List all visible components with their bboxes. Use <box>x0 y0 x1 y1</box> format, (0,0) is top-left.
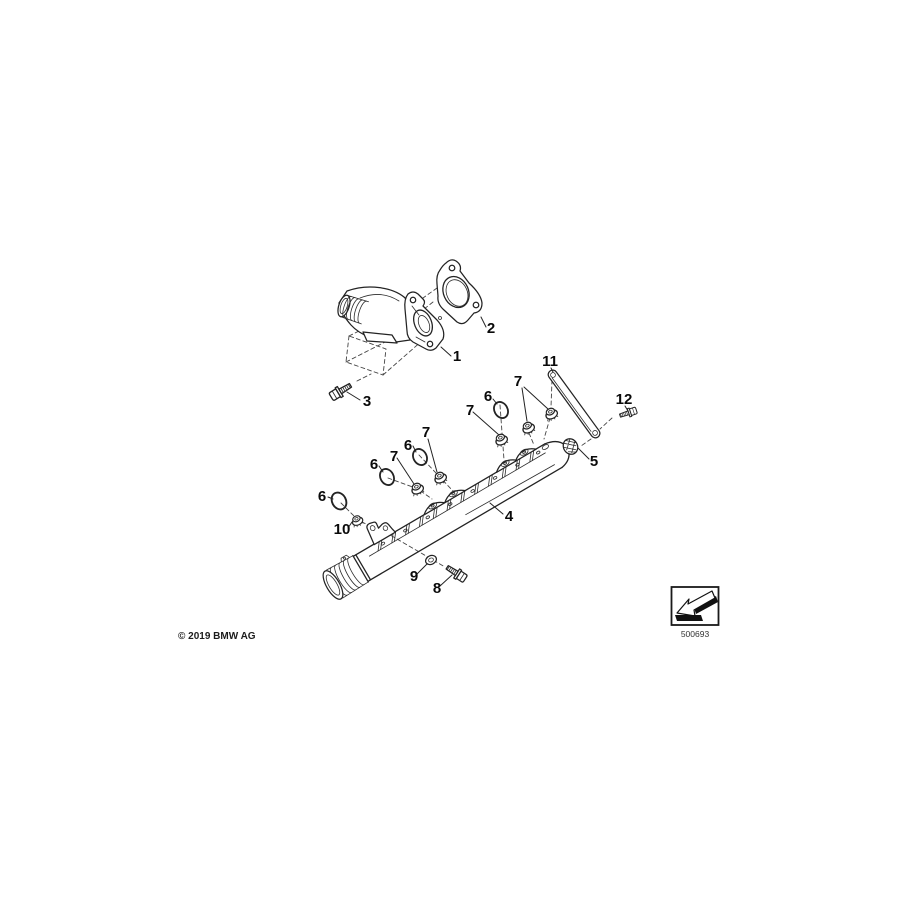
callout-6-c: 6 <box>370 456 378 473</box>
callout-7-b: 7 <box>466 402 474 419</box>
water-elbow-part-1 <box>337 286 445 351</box>
callout-7-c: 7 <box>422 424 430 441</box>
callout-4: 4 <box>505 508 514 525</box>
nut-part-7-c <box>492 431 511 449</box>
drawing-number: 500693 <box>681 629 710 639</box>
elbow-hose-ribs <box>337 294 369 325</box>
callout-7-a: 7 <box>514 373 522 390</box>
nut-part-7-a <box>519 419 538 437</box>
direction-stamp: 500693 <box>670 586 720 639</box>
strap-part-11 <box>547 369 601 439</box>
callout-6-a: 6 <box>484 388 492 405</box>
nut-part-7-b <box>542 405 561 423</box>
oring-part-6-c <box>376 465 398 489</box>
callout-5: 5 <box>590 453 598 470</box>
callout-6-d: 6 <box>318 488 326 505</box>
bolt-part-12 <box>618 405 639 421</box>
nut-part-7-e <box>408 480 427 498</box>
bolt-part-8 <box>443 562 469 585</box>
callout-leader-lines <box>327 316 629 587</box>
gasket-part-2 <box>436 259 483 325</box>
callout-6-b: 6 <box>404 437 412 454</box>
plug-part-5 <box>562 438 579 455</box>
callout-10: 10 <box>334 521 351 538</box>
callout-8: 8 <box>433 580 441 597</box>
arrow-down-left-icon <box>675 590 718 621</box>
callout-3: 3 <box>363 393 371 410</box>
water-pipe-part-4 <box>322 440 570 600</box>
bolt-part-3 <box>327 379 355 403</box>
callout-12: 12 <box>616 391 633 408</box>
callout-2: 2 <box>487 320 495 337</box>
callout-7-d: 7 <box>390 448 398 465</box>
callout-1: 1 <box>453 348 461 365</box>
copyright-text: © 2019 BMW AG <box>178 631 256 642</box>
oring-part-6-b <box>409 445 431 469</box>
callout-9: 9 <box>410 568 418 585</box>
nut-part-10 <box>349 513 366 529</box>
oring-part-6-a <box>490 398 512 422</box>
callout-11: 11 <box>542 353 558 370</box>
